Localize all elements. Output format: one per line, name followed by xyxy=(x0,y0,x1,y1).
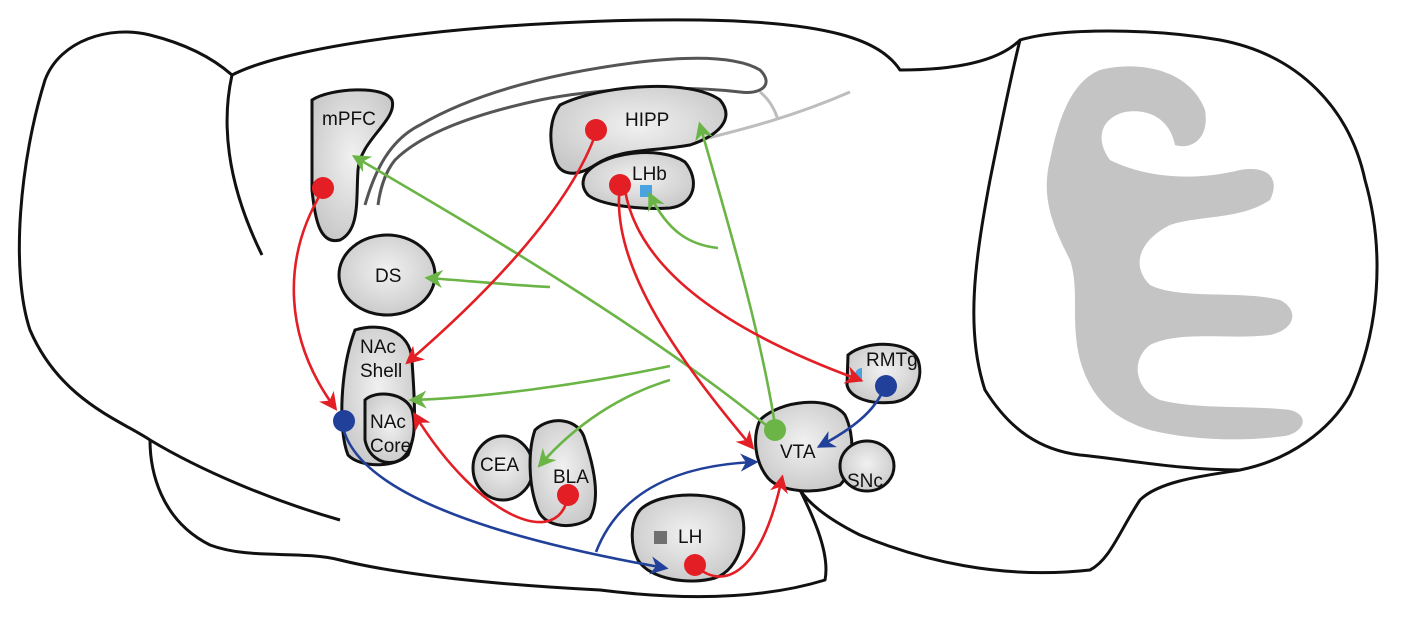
region-bla[interactable] xyxy=(528,419,597,528)
label-snc: SNc xyxy=(847,471,883,492)
green-vta-to-hipp xyxy=(695,121,777,426)
label-vta: VTA xyxy=(780,442,816,463)
brainstem-contour xyxy=(149,438,341,522)
region-nac-core[interactable] xyxy=(363,392,416,465)
red-lhb-to-vta xyxy=(617,184,755,450)
red-lhb-to-rmtg xyxy=(623,189,864,384)
corpus-callosum xyxy=(363,56,768,206)
red-lh-to-vta xyxy=(694,474,788,578)
neuron-nac-blue xyxy=(333,410,355,432)
red-bla-to-nac-core xyxy=(413,411,570,524)
label-nac-core-1: NAc xyxy=(370,412,406,433)
green-to-lhb xyxy=(648,191,719,250)
label-mpfc: mPFC xyxy=(322,109,376,130)
lh-marker-square xyxy=(654,531,667,544)
neuron-vta-green xyxy=(764,419,786,441)
region-rmtg[interactable] xyxy=(845,342,922,405)
label-nac-shell-1: NAc xyxy=(360,337,396,358)
neuron-hipp-red xyxy=(585,119,607,141)
label-hipp: HIPP xyxy=(625,110,669,131)
blue-nac-to-lh xyxy=(340,421,669,575)
region-hipp[interactable] xyxy=(549,84,728,175)
olfactory-bulb-border xyxy=(225,74,264,256)
neuron-lhb-red xyxy=(609,174,631,196)
label-nac-shell-2: Shell xyxy=(360,361,402,382)
label-lhb: LHb xyxy=(632,164,667,185)
neuron-rmtg-blue xyxy=(875,375,897,397)
fornix xyxy=(699,90,851,142)
green-to-ds xyxy=(424,269,551,289)
fornix-2 xyxy=(759,90,780,121)
blue-to-vta xyxy=(594,453,759,553)
label-ds: DS xyxy=(375,266,401,287)
region-lhb[interactable] xyxy=(581,151,695,210)
green-to-bla xyxy=(537,378,671,468)
label-bla: BLA xyxy=(553,467,589,488)
cerebellum-folia xyxy=(1046,66,1303,440)
label-nac-core-2: Core xyxy=(370,436,411,457)
green-vta-to-mpfc xyxy=(351,155,773,432)
label-lh: LH xyxy=(678,527,702,548)
label-rmtg: RMTg xyxy=(866,350,918,371)
red-hipp-to-nac-shell xyxy=(405,129,599,365)
neuron-bla-red xyxy=(557,484,579,506)
region-snc[interactable] xyxy=(838,439,896,493)
neuron-mpfc-red xyxy=(312,177,334,199)
red-mpfc-to-nac xyxy=(292,189,338,411)
green-to-nac-shell xyxy=(408,364,671,409)
cerebellum-border xyxy=(972,39,1241,472)
brain-outline xyxy=(17,18,1379,599)
label-cea: CEA xyxy=(480,455,519,476)
neuron-lh-red xyxy=(684,554,706,576)
